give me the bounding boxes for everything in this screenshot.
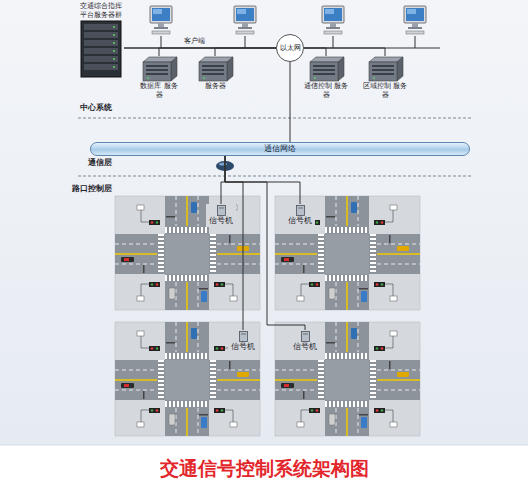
server-unit: 通信控制 服务器 <box>303 56 349 100</box>
server-unit: 区域控制 服务器 <box>362 56 408 100</box>
layer-label: 通信层 <box>88 158 112 168</box>
node-label: 通信控制 服务器 <box>303 82 349 100</box>
rack-icon <box>78 20 124 78</box>
network-link <box>304 48 326 56</box>
node-label: 服务器 <box>194 82 236 91</box>
layer-label: 中心系统 <box>80 103 112 113</box>
server-icon <box>194 56 236 82</box>
server-cluster: 交通综合指挥 平台服务器群 <box>78 2 124 78</box>
signal-icon <box>209 205 233 216</box>
node-label: 信号机 <box>231 342 255 352</box>
figure-caption: 交通信号控制系统架构图 <box>0 456 528 480</box>
ethernet-hub: 以太网 <box>276 34 304 62</box>
network-link <box>221 156 225 204</box>
node-label: 交通综合指挥 平台服务器群 <box>78 2 124 20</box>
layer-label: 路口控制层 <box>72 184 112 194</box>
server-unit: 数据库 服务器 <box>138 56 180 100</box>
network-link <box>225 156 243 330</box>
node-label: 数据库 服务器 <box>138 82 180 100</box>
signal-icon <box>231 331 255 342</box>
network-link <box>215 48 276 56</box>
node-label: 以太网 <box>280 44 301 53</box>
node-label: 信号机 <box>288 216 312 226</box>
signal-icon <box>288 205 312 216</box>
node-label: 信号机 <box>293 342 317 352</box>
network-link <box>159 48 276 56</box>
server-icon <box>138 56 180 82</box>
network-link <box>124 48 276 49</box>
network-band: 通信网络 <box>90 142 470 156</box>
layer-label: 客户端 <box>183 37 206 46</box>
signal-controller: 信号机 <box>206 204 236 227</box>
node-label: 区域控制 服务器 <box>362 82 408 100</box>
server-icon <box>362 56 408 82</box>
server-icon <box>303 56 349 82</box>
server-unit: 服务器 <box>194 56 236 91</box>
node-label: 信号机 <box>209 216 233 226</box>
signal-controller: 信号机 <box>290 330 320 353</box>
signal-controller: 信号机 <box>228 330 258 353</box>
network-link <box>304 48 385 56</box>
network-link <box>290 62 291 142</box>
network-link <box>225 156 300 204</box>
signal-controller: 信号机 <box>285 204 315 227</box>
network-link <box>225 156 305 330</box>
signal-icon <box>293 331 317 342</box>
node-label: 通信网络 <box>95 144 465 154</box>
